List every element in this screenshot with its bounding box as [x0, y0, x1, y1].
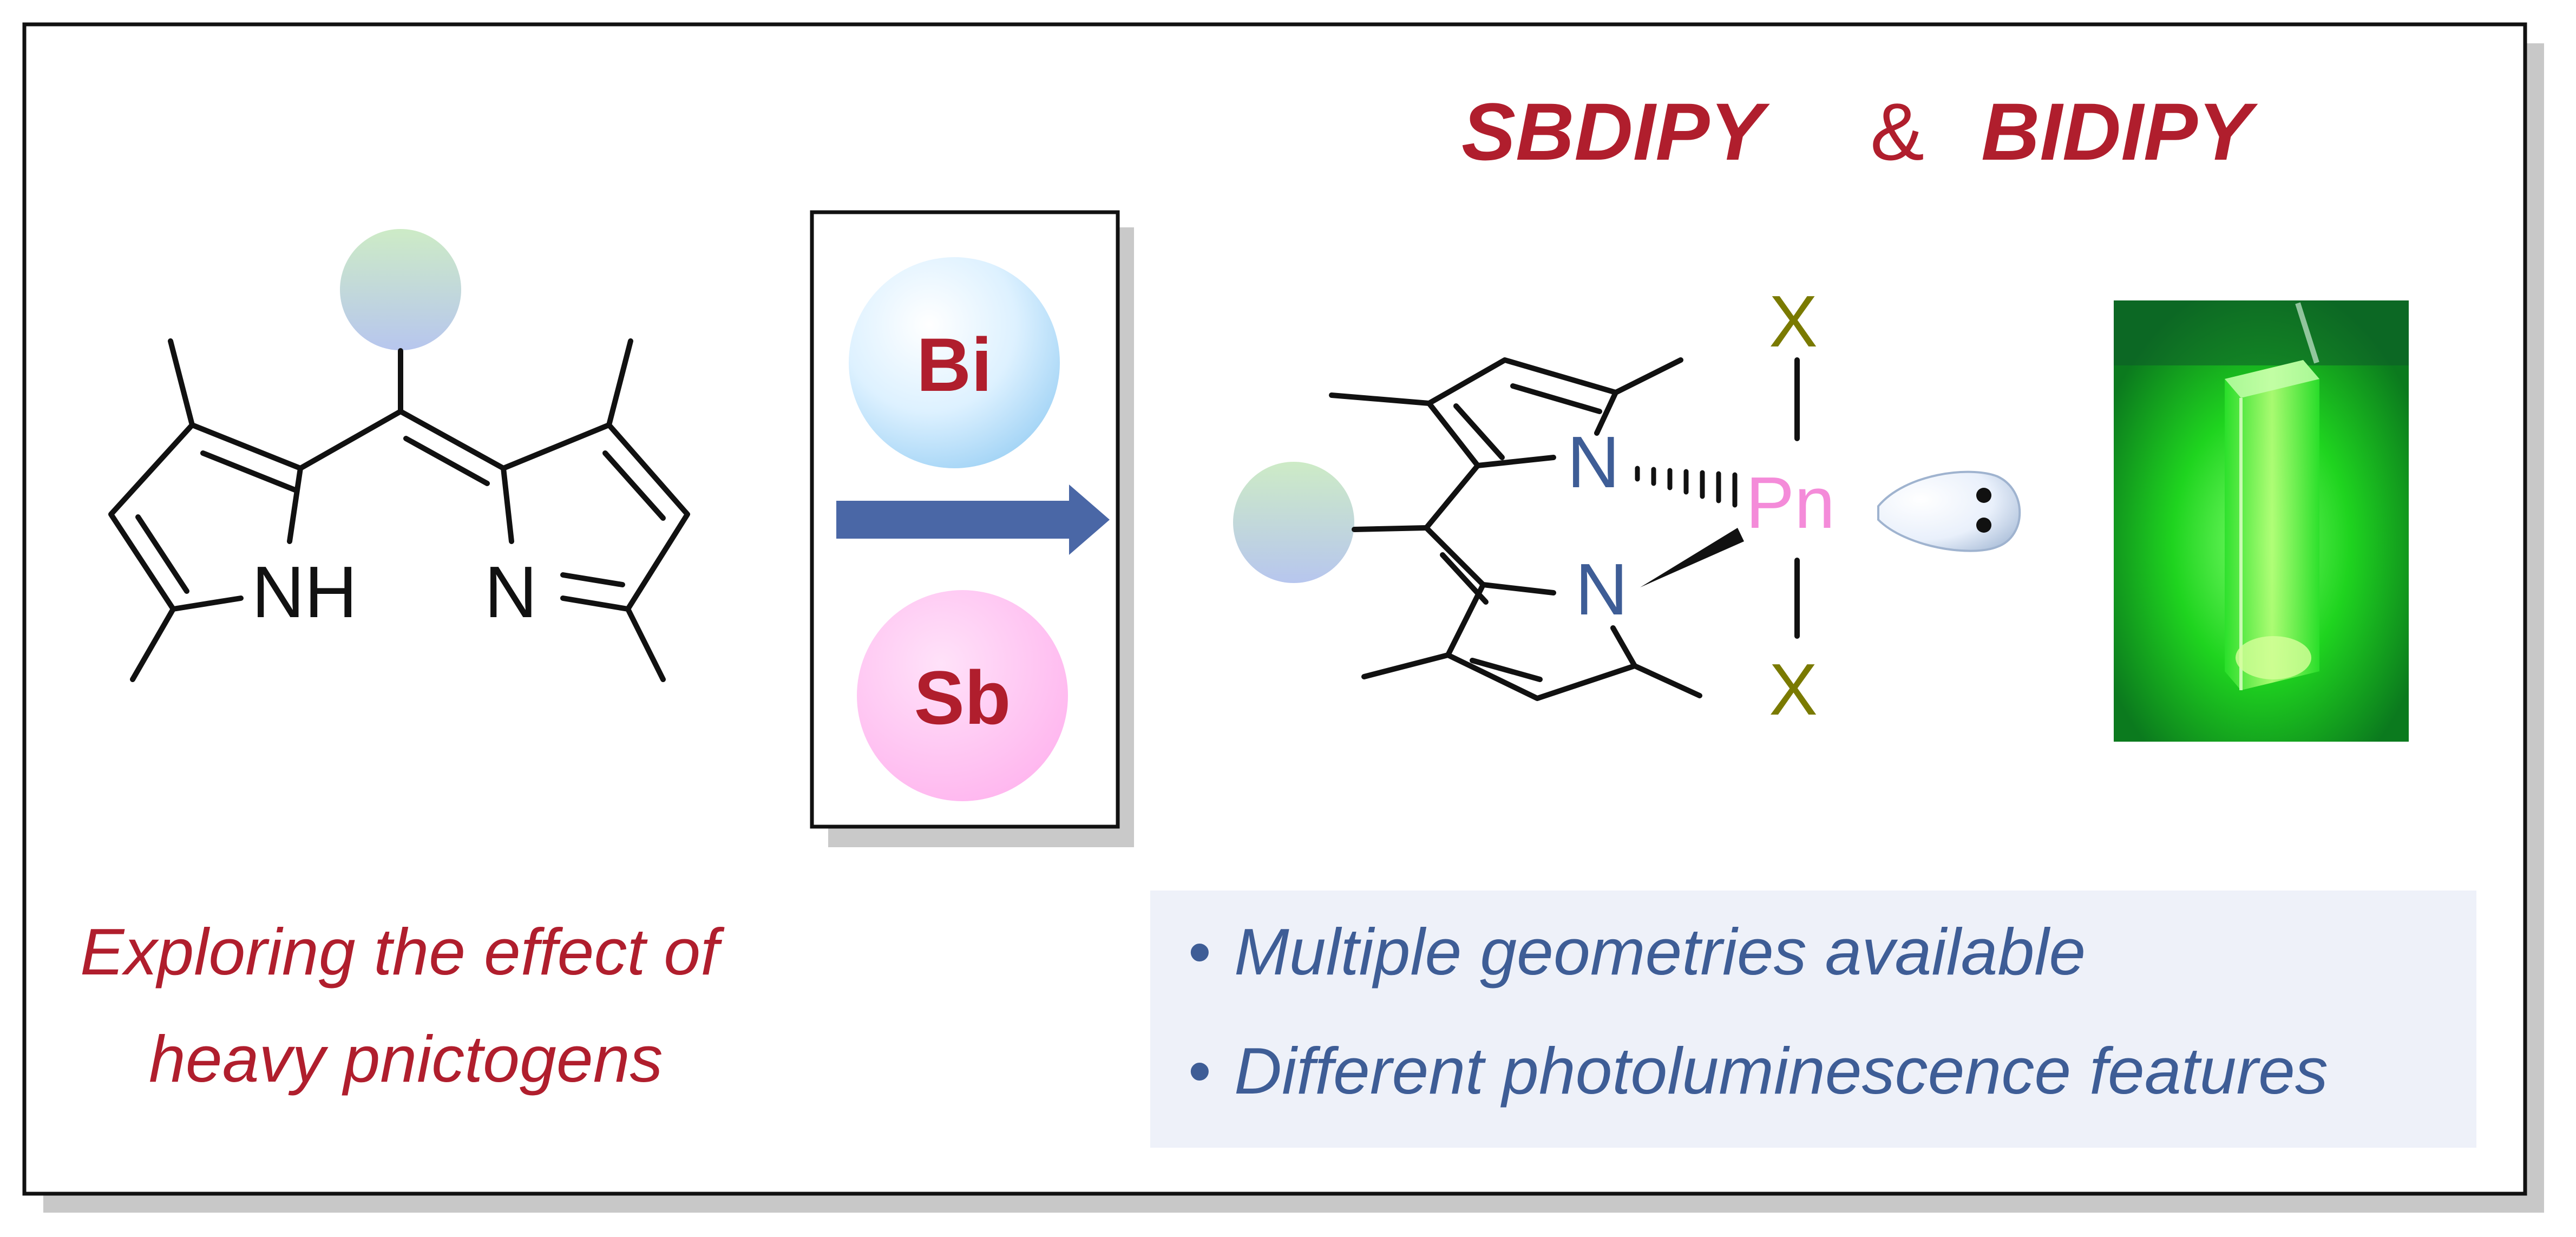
caption-line-2: heavy pnictogens [149, 1022, 663, 1096]
lower-pyrrole-ring [1445, 582, 1637, 701]
substituent-sphere [1233, 462, 1354, 583]
caption-line-1: Exploring the effect of [80, 915, 725, 989]
double-bond-inner [1453, 403, 1505, 460]
nh-label: NH [252, 551, 357, 633]
cuvette-cap [2295, 302, 2319, 364]
bond-to-n [1480, 582, 1556, 595]
methyl [168, 338, 195, 428]
substituent-sphere [340, 229, 461, 350]
title-bidipy: BIDIPY [1981, 86, 2258, 177]
methyl [130, 606, 176, 682]
left-atom-labels: NH N [252, 551, 538, 633]
methyl [625, 606, 666, 682]
bullet: • [1188, 1034, 1211, 1108]
right-pyrrole-ring [501, 422, 690, 612]
bond-to-n [1475, 455, 1556, 468]
wedge-bond [1640, 528, 1744, 587]
lone-pair [1877, 470, 2021, 552]
dipyrrin-structure [108, 229, 690, 682]
bond [1424, 525, 1486, 587]
bond-to-nh [171, 595, 244, 612]
lone-pair-dot [1976, 488, 1991, 503]
bond-to-nh [287, 466, 303, 544]
double-bond-inner [200, 450, 298, 493]
n-bottom-label: N [1575, 548, 1628, 630]
pnictogen-label: Pn [1746, 462, 1835, 544]
double-bond-inner [560, 572, 625, 587]
left-pyrrole-ring [108, 422, 303, 612]
cuvette [2225, 360, 2319, 690]
title-ampersand: & [1870, 86, 1924, 177]
left-caption: Exploring the effect of heavy pnictogens [80, 915, 725, 1096]
bond [398, 409, 506, 471]
antimony-sphere [857, 590, 1068, 801]
n-top-label: N [1567, 421, 1620, 503]
reagent-box: Bi Sb [810, 210, 1134, 847]
photo-top-shade [2114, 300, 2409, 365]
features-list: • Multiple geometries available • Differ… [1188, 915, 2328, 1108]
methyl [606, 338, 633, 428]
reaction-arrow [836, 485, 1110, 555]
feature-item: Different photoluminescence features [1234, 1034, 2328, 1108]
feature-item: Multiple geometries available [1234, 915, 2086, 989]
methyl [1361, 652, 1451, 679]
emission-photo [2114, 300, 2409, 742]
bismuth-label: Bi [916, 322, 992, 407]
meso-bond [1352, 525, 1429, 532]
complex-atom-labels: N N Pn X X [1567, 280, 1835, 730]
methyl [1329, 392, 1432, 406]
features-panel [1150, 891, 2476, 1148]
title-sbdipy: SBDIPY [1461, 86, 1770, 177]
double-bond-inner [1470, 658, 1543, 682]
bullet: • [1188, 915, 1211, 989]
double-bond-inner [403, 436, 490, 486]
cuvette-top [2225, 360, 2319, 398]
double-bond-inner [135, 514, 189, 594]
n-label: N [484, 551, 538, 633]
methyl [1632, 663, 1702, 698]
bond-to-n [501, 466, 514, 544]
upper-pyrrole-ring [1424, 357, 1618, 531]
double-bond-inner [602, 450, 666, 521]
complex-structure [1233, 357, 1800, 701]
bond [298, 409, 403, 471]
double-bond-inner [1510, 383, 1602, 414]
antimony-label: Sb [914, 655, 1011, 740]
cuvette-glow [2236, 636, 2311, 679]
bismuth-sphere [849, 257, 1060, 468]
title: SBDIPY & BIDIPY [1461, 86, 2258, 177]
x-bottom-label: X [1769, 649, 1818, 730]
lone-pair-dot [1976, 518, 1991, 533]
hashed-bond [1635, 466, 1738, 508]
x-top-label: X [1769, 280, 1818, 362]
methyl [1613, 357, 1683, 395]
bond-to-n [560, 595, 631, 612]
